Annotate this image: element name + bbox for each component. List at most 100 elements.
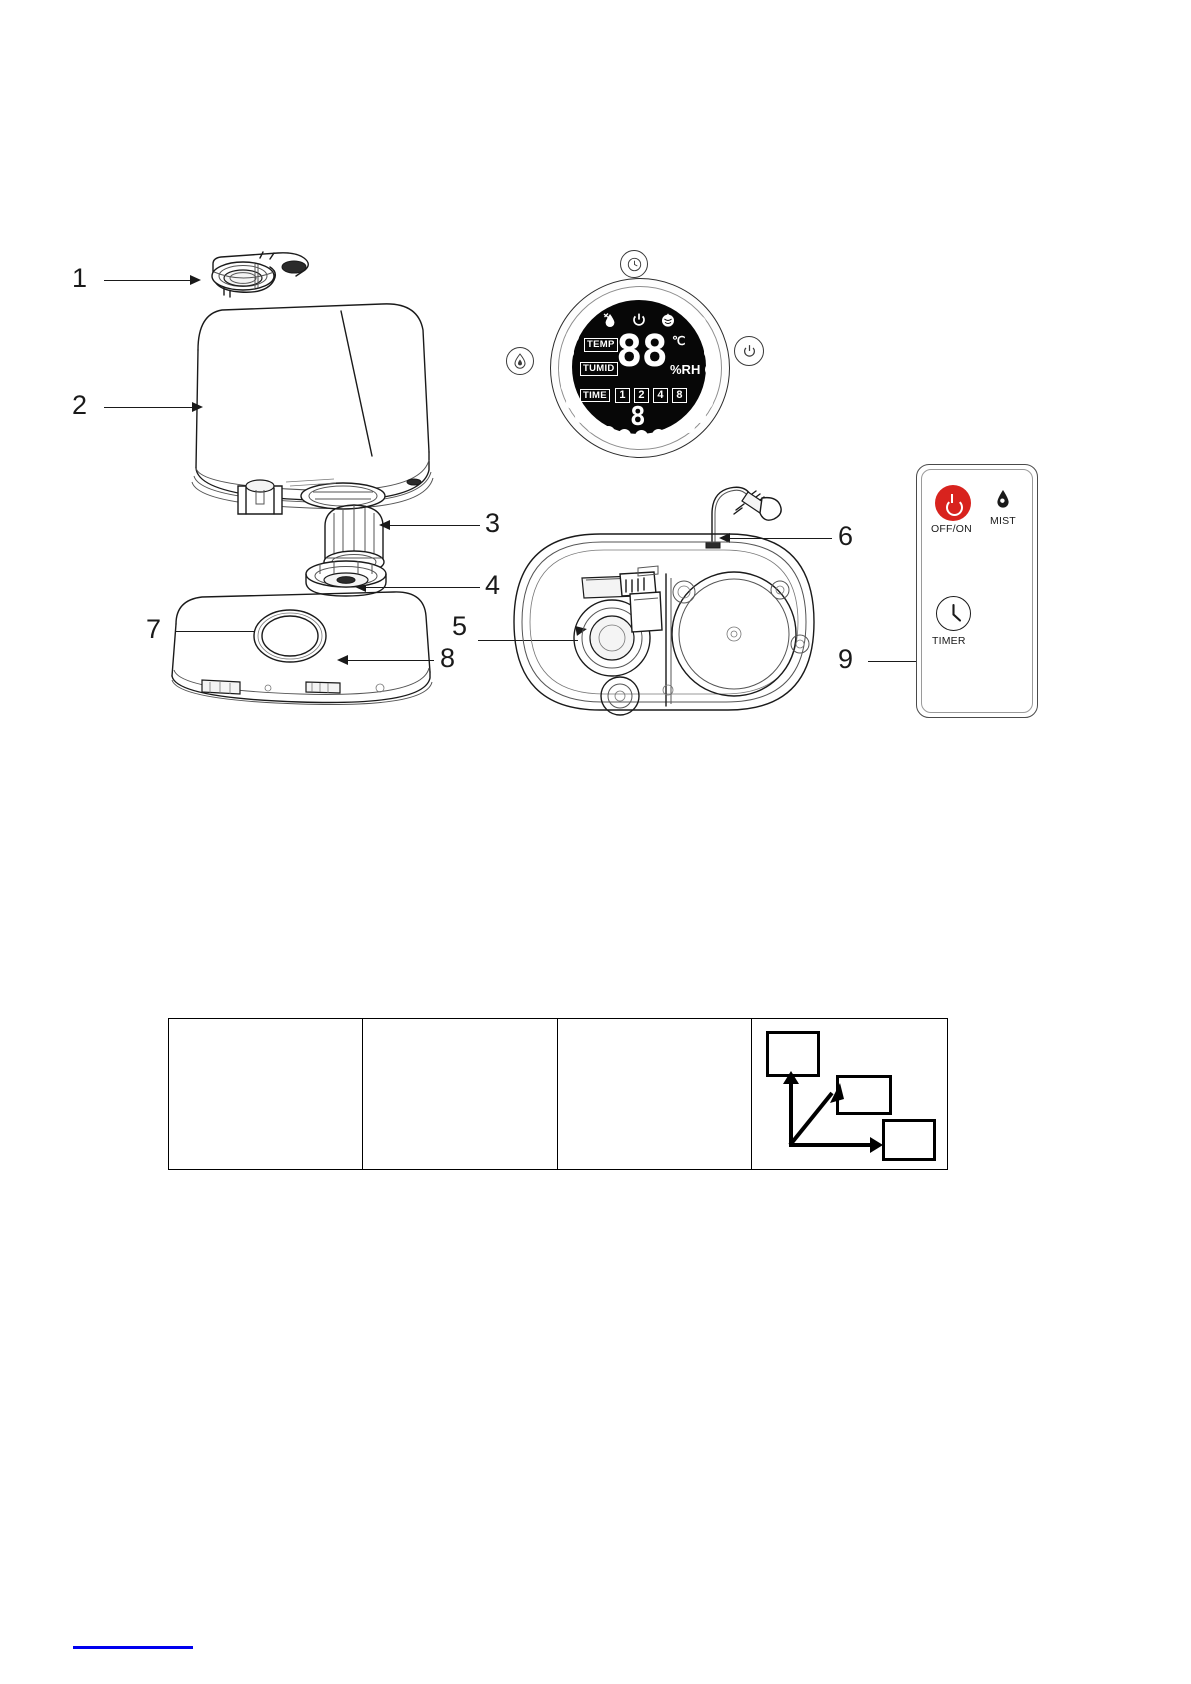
callout-number-8: 8 xyxy=(440,643,456,673)
leader-line-5 xyxy=(478,640,578,641)
panel-led-dot xyxy=(566,330,579,343)
panel-temp-label: TEMP xyxy=(584,338,618,352)
callout-number-3: 3 xyxy=(485,508,501,538)
panel-time-option-1[interactable]: 1 xyxy=(614,388,630,403)
table-cell-1 xyxy=(167,1018,364,1170)
panel-time-option-2[interactable]: 2 xyxy=(633,388,649,403)
remote-mist-button[interactable] xyxy=(996,489,1009,508)
callout-number-4: 4 xyxy=(485,570,501,600)
droplet-icon xyxy=(997,490,1009,508)
panel-led-dot xyxy=(652,429,665,442)
panel-led-dot xyxy=(566,396,579,409)
part-base-housing xyxy=(168,588,436,706)
clock-icon xyxy=(627,257,641,271)
leader-arrow-3 xyxy=(379,520,390,530)
panel-led-dot xyxy=(635,430,648,443)
panel-humid-label: TUMID xyxy=(580,362,618,376)
leader-arrow-4 xyxy=(355,582,366,592)
callout-number-7: 7 xyxy=(146,614,162,644)
recycling-flow-diagram xyxy=(752,1019,947,1169)
panel-temp-unit: ℃ xyxy=(672,334,686,348)
remote-timer-label: TIMER xyxy=(932,635,966,647)
panel-time-option-4[interactable]: 4 xyxy=(652,388,668,403)
panel-led-dot xyxy=(602,426,615,439)
power-icon xyxy=(743,344,755,357)
clock-icon xyxy=(952,603,962,622)
panel-time-option-8[interactable]: 8 xyxy=(671,388,687,403)
diagram-arrow-diagonal xyxy=(788,1083,844,1147)
callout-number-2: 2 xyxy=(72,390,88,420)
panel-led-dot xyxy=(705,363,718,376)
callout-number-6: 6 xyxy=(838,521,854,551)
part-water-tank xyxy=(186,300,446,515)
panel-led-dot xyxy=(704,346,717,359)
leader-line-1 xyxy=(104,280,192,281)
remote-inner-bezel xyxy=(921,469,1033,713)
table-cell-4-diagram xyxy=(750,1018,949,1170)
footer-link-underline[interactable] xyxy=(73,1646,193,1649)
panel-timer-button[interactable] xyxy=(620,250,648,278)
panel-led-dot xyxy=(575,410,588,423)
leader-line-8 xyxy=(348,660,434,661)
power-icon xyxy=(633,313,645,326)
panel-led-dot xyxy=(704,380,717,393)
droplet-icon xyxy=(514,353,526,369)
panel-led-dot xyxy=(668,426,681,439)
panel-mist-button[interactable] xyxy=(506,347,534,375)
panel-led-dot xyxy=(700,330,713,343)
diagram-axis-vertical xyxy=(788,1079,793,1147)
diagram-box-3 xyxy=(881,1119,936,1161)
leader-line-3 xyxy=(390,525,480,526)
leader-line-6 xyxy=(730,538,832,539)
bottom-table xyxy=(167,1018,949,1170)
panel-humid-unit: %RH xyxy=(670,362,701,377)
leader-line-4 xyxy=(366,587,480,588)
callout-number-5: 5 xyxy=(452,611,468,641)
leader-line-2 xyxy=(104,407,194,408)
panel-led-dot xyxy=(693,316,706,329)
table-cell-3 xyxy=(556,1018,752,1170)
remote-power-label: OFF/ON xyxy=(931,523,972,535)
remote-control[interactable]: OFF/ON MIST TIMER xyxy=(916,464,1038,718)
callout-number-9: 9 xyxy=(838,644,854,674)
panel-power-button[interactable] xyxy=(734,336,764,366)
panel-value-digits: 88 xyxy=(616,326,668,377)
panel-led-dot xyxy=(700,396,713,409)
diagram-axis-horizontal xyxy=(788,1143,873,1147)
mist-off-icon xyxy=(603,313,615,327)
remote-power-button[interactable] xyxy=(935,485,971,521)
panel-screen: TEMP TUMID 88 ℃ %RH TIME 1 2 4 8 8 xyxy=(559,300,718,443)
remote-timer-button[interactable] xyxy=(936,596,971,631)
panel-temp-row: TEMP xyxy=(584,338,618,352)
panel-led-dot xyxy=(618,429,631,442)
part-base-interior-topview xyxy=(508,530,820,716)
control-panel: TEMP TUMID 88 ℃ %RH TIME 1 2 4 8 8 xyxy=(500,242,780,462)
panel-led-dot xyxy=(682,420,695,433)
part-power-cord-plug xyxy=(690,480,786,550)
panel-time-row: TIME 1 2 4 8 xyxy=(580,388,691,403)
panel-led-dot xyxy=(561,346,574,359)
leader-arrow-6 xyxy=(719,533,730,543)
panel-time-digit: 8 xyxy=(630,402,646,432)
table-row xyxy=(167,1018,949,1170)
panel-led-dot xyxy=(561,380,574,393)
panel-humid-row: TUMID xyxy=(580,362,618,376)
remote-mist-label: MIST xyxy=(990,515,1016,527)
diagram-box-1 xyxy=(765,1031,820,1077)
panel-status-icons xyxy=(602,312,676,328)
panel-led-dot xyxy=(559,363,572,376)
leader-arrow-8 xyxy=(337,655,348,665)
part-tank-cap-valve xyxy=(300,558,392,602)
power-icon xyxy=(945,493,963,516)
panel-led-dot xyxy=(587,420,600,433)
panel-inner-ring xyxy=(558,286,722,450)
panel-led-dot xyxy=(693,410,706,423)
humidity-auto-icon xyxy=(662,313,674,327)
part-top-cap-nozzle xyxy=(200,250,330,312)
leader-line-9 xyxy=(868,661,950,662)
leader-arrow-1 xyxy=(190,275,201,285)
panel-time-label: TIME xyxy=(580,388,610,403)
diagram-arrow-right xyxy=(869,1137,883,1153)
leader-line-7 xyxy=(176,631,276,632)
